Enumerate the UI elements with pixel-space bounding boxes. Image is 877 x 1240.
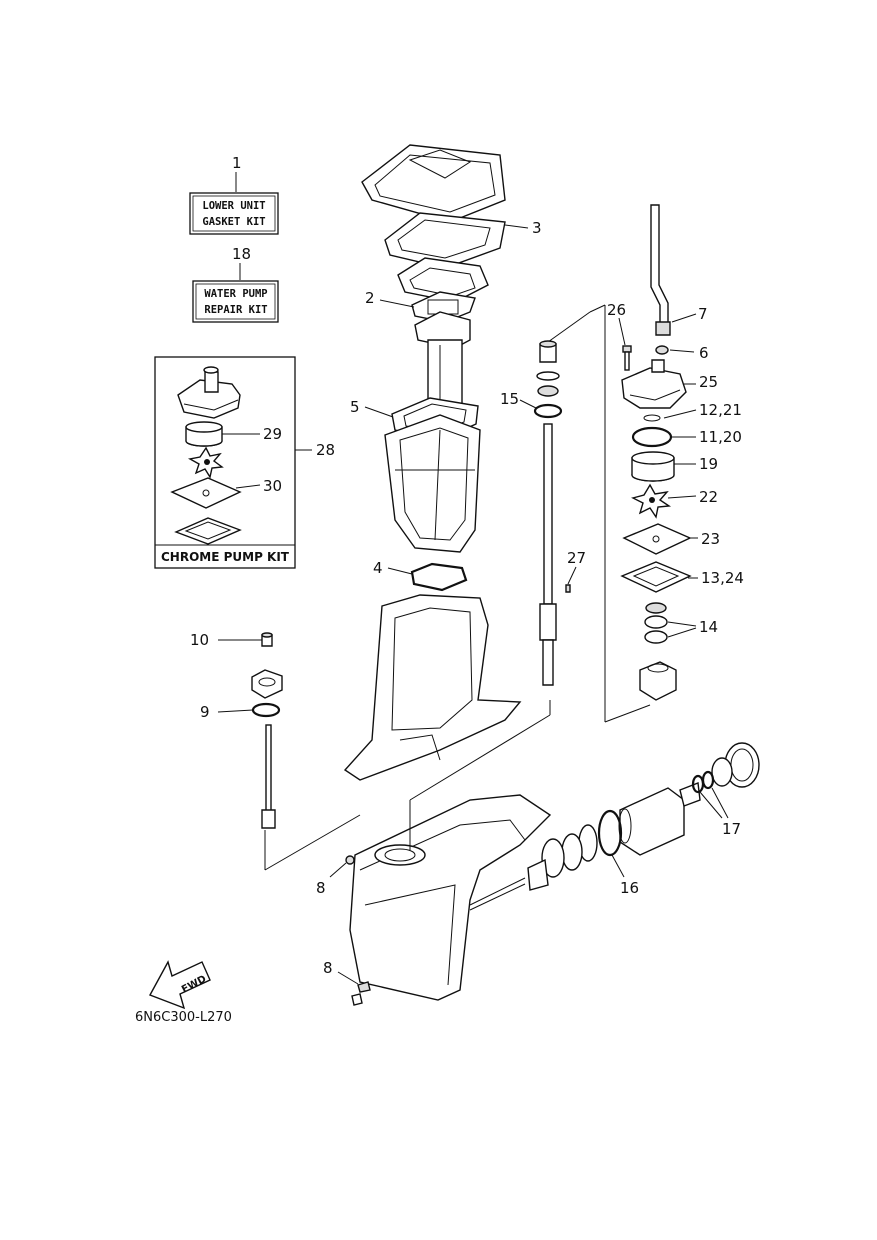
chrome-pump-impeller xyxy=(187,446,224,479)
impeller-22[interactable] xyxy=(631,483,672,519)
bushing-10[interactable] xyxy=(251,632,283,699)
water-pump-kit-line1: WATER PUMP xyxy=(204,288,267,300)
callout-23: 23 xyxy=(701,530,720,548)
callout-17: 17 xyxy=(722,820,741,838)
cap-assembly xyxy=(679,742,760,807)
callout-4: 4 xyxy=(373,559,383,577)
driveshaft-bushing xyxy=(536,340,560,397)
upper-casing xyxy=(384,414,481,553)
callout-8b: 8 xyxy=(323,959,333,977)
gear-bearing-set xyxy=(469,824,598,911)
shift-rod xyxy=(261,724,276,829)
callout-10: 10 xyxy=(190,631,209,649)
callout-18: 18 xyxy=(232,245,251,263)
callout-15: 15 xyxy=(500,390,519,408)
chrome-pump-kit-frame xyxy=(154,356,296,569)
callout-9: 9 xyxy=(200,703,210,721)
gasket-13[interactable] xyxy=(620,561,692,593)
bolt-26[interactable] xyxy=(622,345,632,371)
chrome-pump-kit-group[interactable]: CHROME PUMP KIT 28 29 30 xyxy=(154,356,335,569)
gasket-4[interactable] xyxy=(410,562,468,592)
callout-5: 5 xyxy=(350,398,360,416)
callout-30: 30 xyxy=(263,477,282,495)
gasket-kit-line2: GASKET KIT xyxy=(202,216,265,228)
upper-casing-cover xyxy=(361,144,506,223)
seal-6[interactable] xyxy=(655,345,669,355)
water-pump-kit-box xyxy=(192,280,279,323)
gasket-kit-box xyxy=(189,192,279,235)
water-tube xyxy=(650,204,669,331)
oring-15[interactable] xyxy=(533,403,563,419)
callout-22: 22 xyxy=(699,488,718,506)
pin-27[interactable] xyxy=(565,584,571,593)
pump-housing-25[interactable] xyxy=(621,359,687,409)
drain-screw-8b[interactable] xyxy=(351,981,371,1006)
key-12[interactable] xyxy=(643,414,661,422)
water-pump-kit-callout[interactable]: 18 WATER PUMP REPAIR KIT xyxy=(192,245,279,323)
callout-3: 3 xyxy=(532,219,542,237)
callout-2: 2 xyxy=(365,289,375,307)
grommet-7[interactable] xyxy=(655,321,671,336)
seal-housing xyxy=(639,661,677,701)
callout-8a: 8 xyxy=(316,879,326,897)
callout-29: 29 xyxy=(263,425,282,443)
gasket-kit-callout[interactable]: 1 LOWER UNIT GASKET KIT xyxy=(189,154,279,235)
plug-8a[interactable] xyxy=(345,855,355,865)
callout-25: 25 xyxy=(699,373,718,391)
oring-9[interactable] xyxy=(251,702,281,718)
callout-6: 6 xyxy=(699,344,709,362)
gasket-kit-line1: LOWER UNIT xyxy=(202,200,265,212)
callout-14: 14 xyxy=(699,618,718,636)
fwd-arrow-icon: FWD xyxy=(149,960,211,1010)
figure-code: 6N6C300-L270 xyxy=(135,1010,232,1025)
water-pump-kit-line2: REPAIR KIT xyxy=(204,304,267,316)
seals-17[interactable] xyxy=(691,770,715,794)
oring-11[interactable] xyxy=(631,426,673,448)
callout-11: 11,20 xyxy=(699,428,742,446)
callout-12: 12,21 xyxy=(699,401,742,419)
lower-case xyxy=(349,794,552,1001)
chrome-pump-housing xyxy=(177,366,241,419)
exhaust-tube xyxy=(414,311,471,411)
plate-23[interactable] xyxy=(622,523,692,555)
oring-16[interactable] xyxy=(597,809,623,857)
driveshaft xyxy=(539,423,557,686)
cartridge-19[interactable] xyxy=(631,451,675,482)
propeller-shaft-housing xyxy=(618,787,685,856)
gasket-3[interactable] xyxy=(384,212,506,269)
chrome-pump-gasket xyxy=(174,517,242,545)
chrome-pump-cartridge xyxy=(185,421,223,447)
callout-7: 7 xyxy=(698,305,708,323)
callout-28: 28 xyxy=(316,441,335,459)
chrome-pump-plate xyxy=(170,477,242,509)
lower-casing-upper xyxy=(343,594,522,781)
callout-19: 19 xyxy=(699,455,718,473)
callout-26: 26 xyxy=(607,301,626,319)
callout-13: 13,24 xyxy=(701,569,744,587)
seals-14[interactable] xyxy=(644,602,668,644)
exhaust-guide xyxy=(397,257,489,303)
callout-1: 1 xyxy=(232,154,242,172)
callout-16: 16 xyxy=(620,879,639,897)
callout-27: 27 xyxy=(567,549,586,567)
chrome-pump-kit-label: CHROME PUMP KIT xyxy=(161,550,290,564)
